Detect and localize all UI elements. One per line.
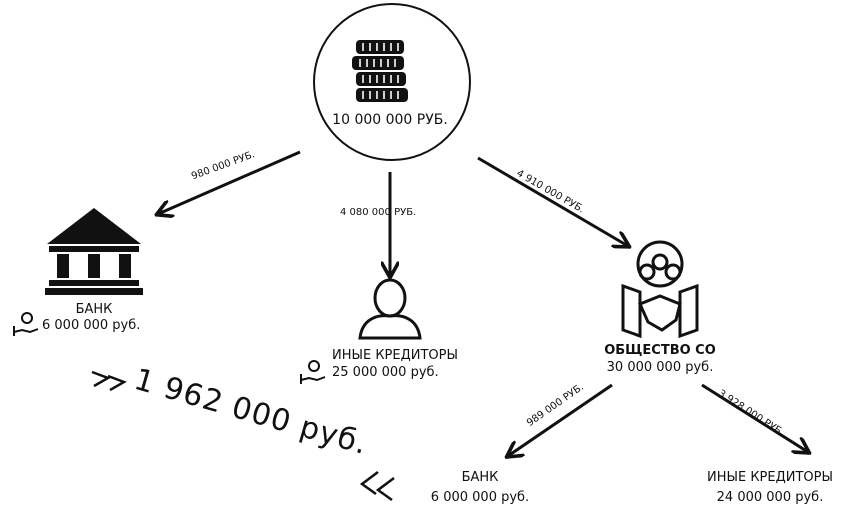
coin-hand-icon [13,312,39,336]
bank2-title: БАНК [461,470,499,485]
arrow-company-to-bank [508,383,613,456]
creditors2-amount: 24 000 000 руб. [716,490,824,505]
creditors-amount: 25 000 000 руб. [332,365,439,380]
company-amount: 30 000 000 руб. [606,360,714,375]
bank-title: БАНК [75,302,113,317]
arrow-to-company [477,156,628,246]
company-title: ОБЩЕСТВО СО [604,343,716,358]
creditors2-title: ИНЫЕ КРЕДИТОРЫ [707,470,833,485]
person-icon [358,278,422,340]
coins-icon [352,40,408,102]
coin-hand-icon-2 [300,360,326,384]
arrow-to-bank [158,150,301,214]
chevron-left-icon [359,471,395,502]
creditors-title: ИНЫЕ КРЕДИТОРЫ [332,348,458,363]
flow-label-creditors: 4 080 000 РУБ. [340,207,417,218]
handshake-icon [621,240,699,339]
bank-amount: 6 000 000 руб. [42,318,141,333]
chevron-right-icon [91,370,127,392]
source-amount: 10 000 000 РУБ. [332,112,448,128]
arrow-company-to-creditors [701,383,808,452]
bank2-amount: 6 000 000 руб. [430,490,530,505]
bank-icon [45,208,143,295]
